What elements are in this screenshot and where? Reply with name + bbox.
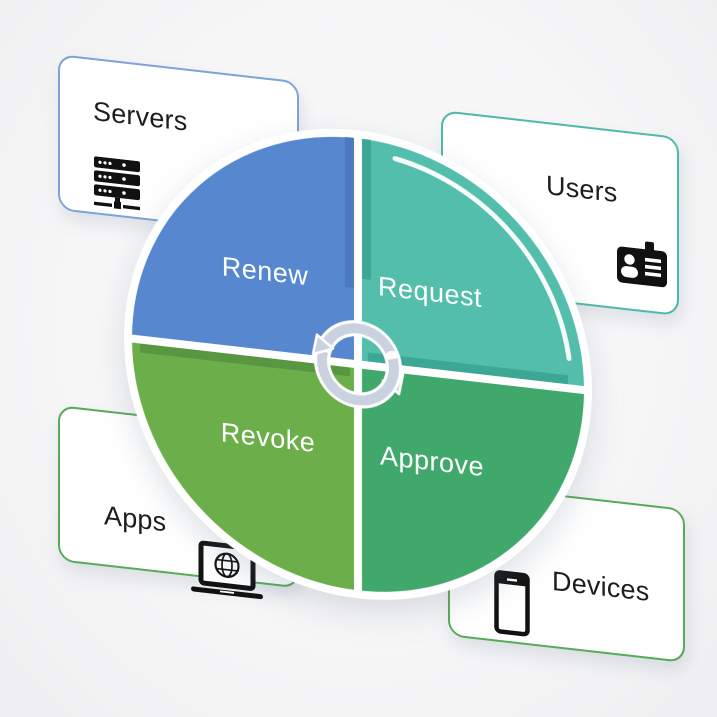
highlight-arc [392,156,572,361]
bevel-teal-bottom [368,352,568,385]
card-apps: Apps [58,405,299,600]
refresh-arrows-icon [311,320,405,409]
id-badge-icon [617,241,667,288]
bevel-teal-left [362,138,371,280]
bevel-blue [345,136,354,288]
wedge-revoke [124,334,362,599]
wedge-renew [124,128,362,369]
wedge-approve [354,360,592,600]
lifecycle-cycle-diagram: Renew Request Revoke Approve [118,95,598,630]
card-users: Users [441,110,679,317]
card-devices: Devices [448,482,685,664]
card-servers: Servers [58,54,299,238]
bevel-green-top [140,343,350,377]
cycle-wheel [124,128,592,600]
server-rack-icon [94,156,140,211]
wedge-request [354,130,592,395]
smartphone-icon [494,570,530,637]
laptop-globe-icon [191,540,263,600]
